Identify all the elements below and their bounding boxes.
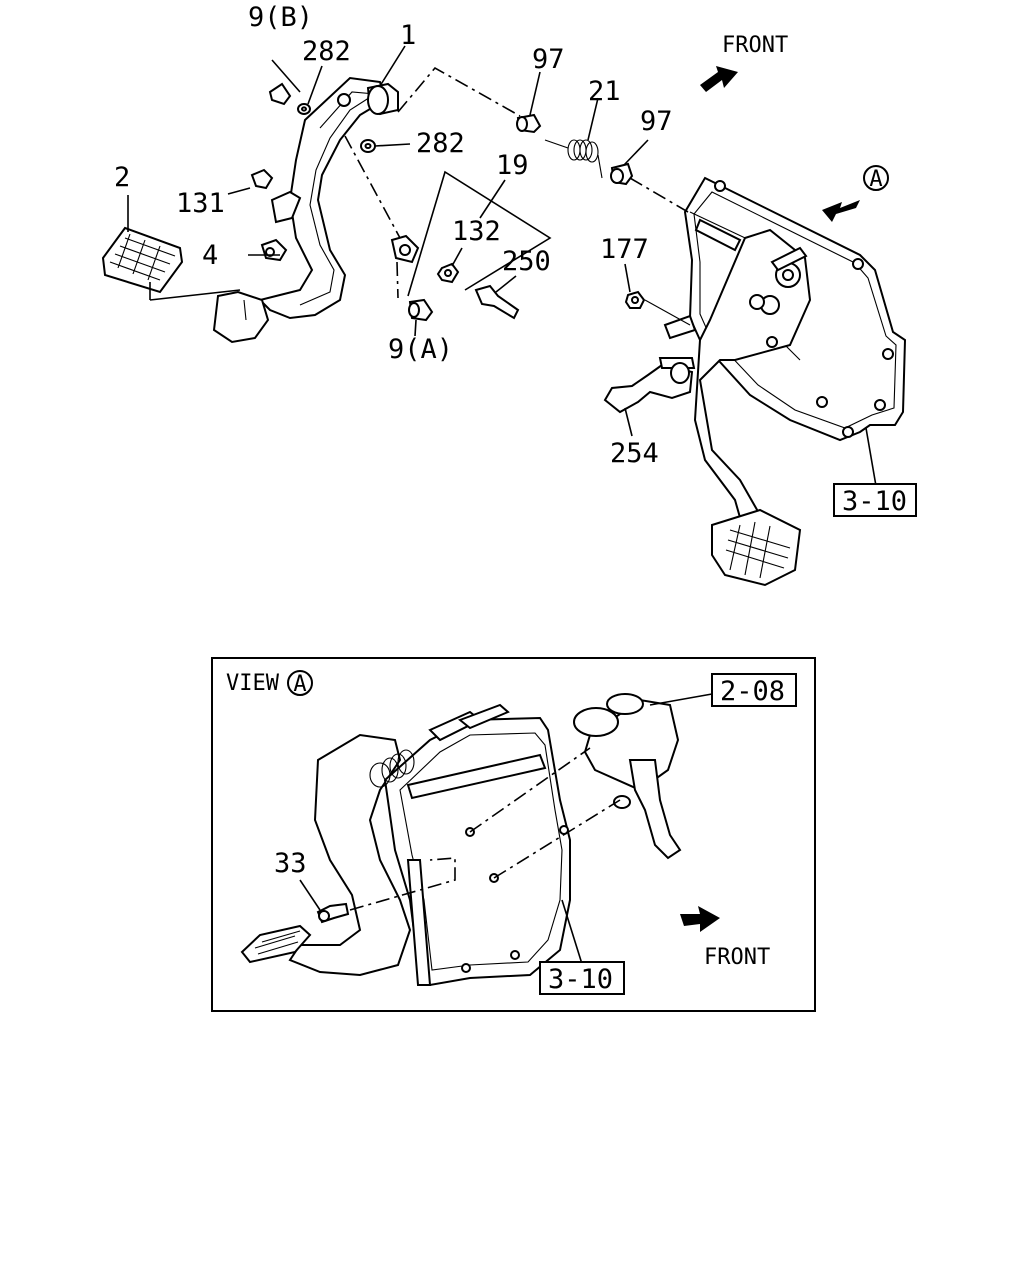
front-arrow-view [680,906,720,932]
small-parts [250,82,697,414]
front-label-view: FRONT [704,945,770,970]
label-254: 254 [610,438,659,469]
label-19: 19 [496,150,529,181]
ref-box-view-2-08 [711,673,797,707]
view-title-marker-circle [287,670,313,696]
ref-main-3-10: 3-10 [842,486,907,517]
label-250: 250 [502,246,551,277]
front-label-main: FRONT [722,33,788,58]
label-1: 1 [400,20,416,51]
pedal-pad-2 [101,226,184,294]
view-leader-lines [299,693,713,965]
label-9b: 9(B) [248,2,313,33]
label-97-left: 97 [532,44,565,75]
ref-view-2-08: 2-08 [720,676,785,707]
view-a-marker-circle [863,165,889,191]
ref-view-3-10: 3-10 [548,964,613,995]
label-21: 21 [588,76,621,107]
view-arrow-icon [822,200,860,222]
label-2: 2 [114,162,130,193]
label-9a: 9(A) [388,334,453,365]
view-title: VIEW [226,671,280,696]
ref-box-main-3-10 [833,483,917,517]
brake-pedal [693,228,812,587]
label-282-top: 282 [302,36,351,67]
view-a-assembly [240,693,682,987]
ref-box-view-3-10 [539,961,625,995]
view-a-marker: A [869,167,882,192]
label-177: 177 [600,234,649,265]
view-title-marker: A [293,672,306,697]
label-282-mid: 282 [416,128,465,159]
label-4: 4 [202,240,218,271]
label-131: 131 [176,188,225,219]
clutch-pedal-1 [212,76,399,344]
label-97-right: 97 [640,106,673,137]
leader-lines [127,45,877,487]
front-arrow-icon [700,66,738,92]
label-33: 33 [274,848,307,879]
label-132: 132 [452,216,501,247]
